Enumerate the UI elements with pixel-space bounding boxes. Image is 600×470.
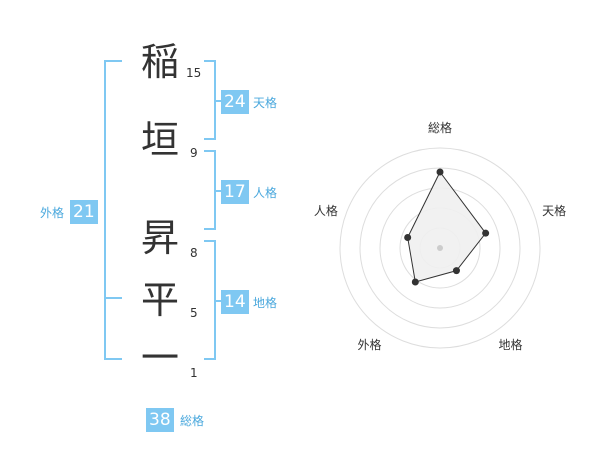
- tenkaku-bracket-tick: [216, 100, 222, 102]
- stroke-count-2: 9: [190, 146, 198, 160]
- tenkaku-label: 天格: [253, 96, 278, 110]
- radar-area: [407, 171, 487, 283]
- radar-axis-label-5: 人格: [314, 203, 338, 218]
- jinkaku-label: 人格: [253, 186, 278, 200]
- radar-axis-label-1: 総格: [428, 120, 452, 135]
- radar-axis-label-4: 外格: [357, 337, 381, 352]
- gaikaku-value: 21: [70, 200, 98, 224]
- chikaku-value: 14: [221, 290, 249, 314]
- radar-point-4: [411, 278, 419, 286]
- radar-grid-ring: [339, 147, 541, 349]
- radar-point-2: [482, 229, 490, 237]
- stroke-count-4: 5: [190, 306, 198, 320]
- name-char-1: 稲: [140, 40, 179, 84]
- radar-grid-ring: [359, 167, 521, 329]
- radar-point-5: [404, 233, 412, 241]
- outer-left-bracket-split: [104, 297, 122, 299]
- radar-axis-label-2: 天格: [542, 203, 566, 218]
- tenkaku-value: 24: [221, 90, 249, 114]
- chikaku-bracket-tick: [216, 300, 222, 302]
- name-char-5: 一: [140, 336, 179, 380]
- radar-center-point: [437, 245, 443, 251]
- radar-point-1: [436, 168, 444, 176]
- stroke-count-1: 15: [186, 66, 202, 80]
- radar-axis-label-3: 地格: [499, 337, 523, 352]
- chikaku-bracket: [204, 240, 216, 360]
- soukaku-value: 38: [146, 408, 174, 432]
- gaikaku-label: 外格: [40, 206, 65, 220]
- tenkaku-bracket: [204, 60, 216, 140]
- name-char-4: 平: [140, 278, 179, 322]
- name-char-2: 垣: [140, 118, 179, 162]
- jinkaku-bracket-tick: [216, 190, 222, 192]
- jinkaku-bracket: [204, 150, 216, 230]
- stroke-count-5: 1: [190, 366, 198, 380]
- soukaku-label: 総格: [180, 414, 205, 428]
- jinkaku-value: 17: [221, 180, 249, 204]
- chikaku-label: 地格: [253, 296, 278, 310]
- name-char-3: 昇: [140, 216, 179, 260]
- outer-left-bracket: [104, 60, 122, 360]
- radar-point-3: [452, 267, 460, 275]
- stroke-count-3: 8: [190, 246, 198, 260]
